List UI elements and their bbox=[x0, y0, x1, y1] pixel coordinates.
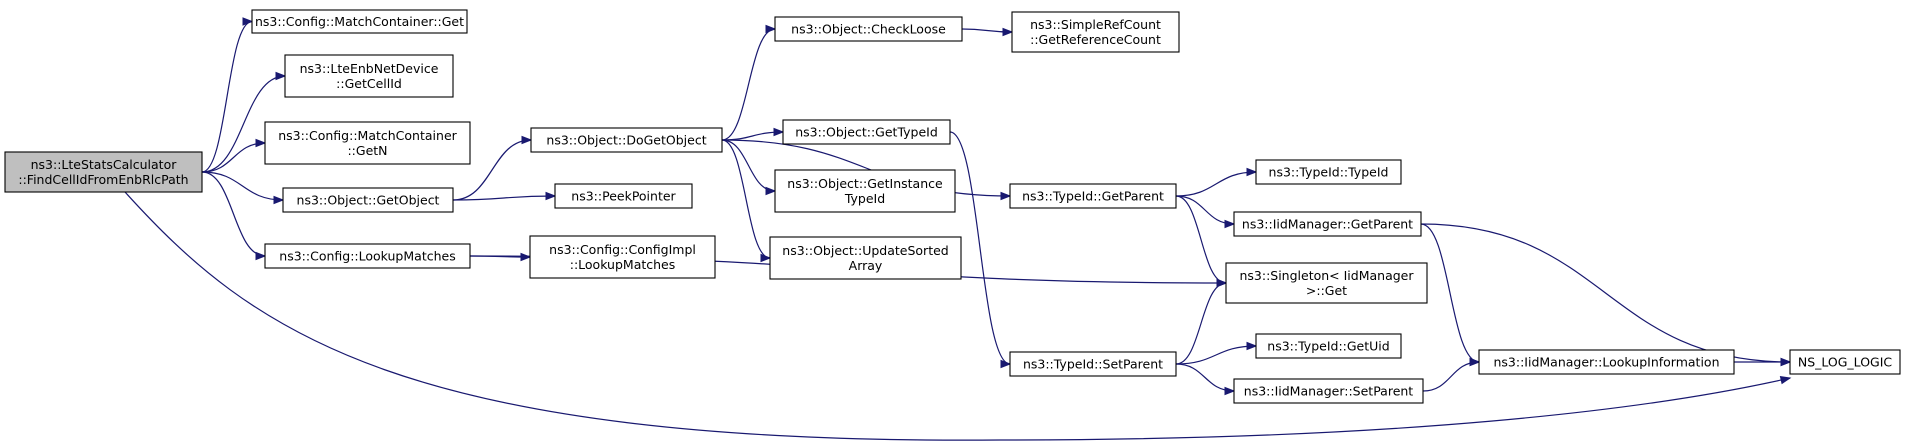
edge-gettypeid-to-typeid_setparent bbox=[949, 131, 1012, 369]
node-label-line: ns3::Config::MatchContainer bbox=[278, 128, 457, 143]
node-typeid_getparent[interactable]: ns3::TypeId::GetParent bbox=[1009, 183, 1177, 209]
edge-root-to-obj_getobject bbox=[201, 171, 285, 205]
edge-root-to-lte_getcellid bbox=[201, 71, 287, 173]
edge-typeid_setparent-to-singleton bbox=[1175, 278, 1228, 365]
node-label-line: ns3::Object::CheckLoose bbox=[791, 22, 946, 37]
node-label-line: ns3::IidManager::GetParent bbox=[1242, 217, 1413, 232]
node-label-line: ::LookupMatches bbox=[570, 257, 676, 272]
edge-dogetobject-to-gettypeid bbox=[721, 127, 785, 141]
edge-iid_lookupinfo-to-ns_log bbox=[1733, 357, 1792, 367]
edge-dogetobject-to-updatesorted bbox=[721, 139, 772, 263]
node-label-line: ::FindCellIdFromEnbRlcPath bbox=[18, 172, 188, 187]
node-label-line: ns3::TypeId::TypeId bbox=[1269, 165, 1389, 180]
node-label-line: ns3::Config::MatchContainer::Get bbox=[255, 14, 464, 29]
edge-typeid_setparent-to-iid_setparent bbox=[1175, 363, 1236, 396]
edge-root-to-mc_getn bbox=[201, 138, 267, 173]
edge-typeid_getparent-to-iid_getparent bbox=[1175, 195, 1236, 229]
node-label-line: ns3::LteEnbNetDevice bbox=[300, 61, 439, 76]
node-label-line: ns3::Singleton< IidManager bbox=[1239, 268, 1414, 283]
edge-iid_getparent-to-iid_lookupinfo bbox=[1420, 223, 1481, 367]
edge-iid_getparent-to-ns_log bbox=[1420, 223, 1792, 367]
edge-dogetobject-to-checkloose bbox=[721, 24, 777, 141]
node-cfgimpl_lookup[interactable]: ns3::Config::ConfigImpl::LookupMatches bbox=[529, 235, 716, 279]
node-obj_getobject[interactable]: ns3::Object::GetObject bbox=[282, 187, 454, 213]
node-typeid_typeid[interactable]: ns3::TypeId::TypeId bbox=[1255, 159, 1402, 185]
node-checkloose[interactable]: ns3::Object::CheckLoose bbox=[774, 16, 963, 42]
node-label-line: ns3::LteStatsCalculator bbox=[31, 157, 178, 172]
edge-root-to-ns_log bbox=[124, 191, 1792, 441]
node-label-line: ns3::Object::GetInstance bbox=[787, 176, 943, 191]
node-label-line: ns3::Config::ConfigImpl bbox=[549, 242, 696, 257]
node-label-line: ns3::PeekPointer bbox=[571, 189, 676, 204]
edge-iid_setparent-to-iid_lookupinfo bbox=[1422, 357, 1481, 392]
node-lookup[interactable]: ns3::Config::LookupMatches bbox=[264, 243, 471, 269]
node-label-line: ns3::IidManager::LookupInformation bbox=[1493, 355, 1719, 370]
node-label-line: ns3::Object::GetTypeId bbox=[795, 125, 938, 140]
node-lte_getcellid[interactable]: ns3::LteEnbNetDevice::GetCellId bbox=[284, 54, 454, 98]
edge-root-to-mc_get bbox=[201, 17, 254, 173]
node-label-line: ::GetN bbox=[347, 143, 387, 158]
node-root[interactable]: ns3::LteStatsCalculator::FindCellIdFromE… bbox=[4, 151, 203, 193]
edge-obj_getobject-to-peekpointer bbox=[452, 191, 557, 201]
node-label-line: ns3::IidManager::SetParent bbox=[1244, 384, 1414, 399]
node-refcount[interactable]: ns3::SimpleRefCount::GetReferenceCount bbox=[1011, 11, 1180, 53]
node-label-line: ns3::TypeId::GetParent bbox=[1022, 189, 1164, 204]
node-label-line: Array bbox=[849, 258, 883, 273]
edge-lookup-to-cfgimpl_lookup bbox=[469, 252, 532, 262]
node-label-line: ns3::TypeId::GetUid bbox=[1267, 339, 1389, 354]
node-label-line: ns3::Object::GetObject bbox=[297, 193, 440, 208]
node-iid_setparent[interactable]: ns3::IidManager::SetParent bbox=[1233, 378, 1424, 404]
node-label-line: ns3::TypeId::SetParent bbox=[1023, 357, 1163, 372]
node-label-line: >::Get bbox=[1306, 283, 1347, 298]
node-mc_get[interactable]: ns3::Config::MatchContainer::Get bbox=[251, 9, 468, 34]
node-label-line: ns3::SimpleRefCount bbox=[1030, 17, 1161, 32]
node-ns_log[interactable]: NS_LOG_LOGIC bbox=[1789, 349, 1901, 375]
node-gettypeid[interactable]: ns3::Object::GetTypeId bbox=[782, 119, 951, 145]
node-iid_getparent[interactable]: ns3::IidManager::GetParent bbox=[1233, 211, 1422, 237]
node-typeid_setparent[interactable]: ns3::TypeId::SetParent bbox=[1009, 351, 1177, 377]
edge-obj_getobject-to-dogetobject bbox=[452, 135, 533, 201]
edge-dogetobject-to-getinstance bbox=[721, 139, 777, 196]
edge-checkloose-to-refcount bbox=[961, 27, 1014, 37]
edge-typeid_getparent-to-typeid_typeid bbox=[1175, 167, 1258, 197]
node-label-line: ns3::Config::LookupMatches bbox=[279, 249, 455, 264]
node-iid_lookupinfo[interactable]: ns3::IidManager::LookupInformation bbox=[1478, 349, 1735, 375]
edge-root-to-lookup bbox=[201, 171, 267, 261]
node-dogetobject[interactable]: ns3::Object::DoGetObject bbox=[530, 127, 723, 153]
edge-typeid_getparent-to-singleton bbox=[1175, 195, 1228, 288]
edge-typeid_setparent-to-typeid_getuid bbox=[1175, 341, 1258, 365]
node-label-line: ns3::Object::DoGetObject bbox=[546, 133, 706, 148]
node-label-line: ::GetCellId bbox=[336, 76, 402, 91]
node-label-line: NS_LOG_LOGIC bbox=[1798, 355, 1893, 370]
node-label-line: ::GetReferenceCount bbox=[1030, 32, 1161, 47]
edge-dogetobject-to-typeid_getparent bbox=[721, 139, 1012, 201]
node-peekpointer[interactable]: ns3::PeekPointer bbox=[554, 183, 693, 209]
node-typeid_getuid[interactable]: ns3::TypeId::GetUid bbox=[1255, 333, 1402, 359]
node-label-line: TypeId bbox=[844, 191, 885, 206]
node-mc_getn[interactable]: ns3::Config::MatchContainer::GetN bbox=[264, 121, 471, 165]
node-label-line: ns3::Object::UpdateSorted bbox=[782, 243, 948, 258]
node-singleton[interactable]: ns3::Singleton< IidManager>::Get bbox=[1225, 262, 1428, 304]
